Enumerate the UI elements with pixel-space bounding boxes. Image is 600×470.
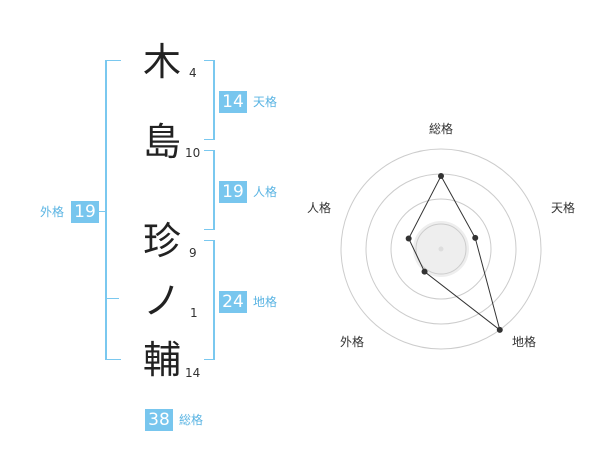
name-char-4: ノ	[143, 279, 182, 323]
jinkaku-value: 19	[219, 181, 247, 203]
radar-ring	[340, 148, 542, 350]
name-char-2: 島	[143, 120, 182, 164]
stroke-count-1: 4	[189, 66, 197, 80]
chikaku-bracket	[204, 240, 215, 360]
stroke-count-5: 14	[185, 366, 201, 380]
chikaku-label: 地格	[253, 295, 278, 309]
outer-bracket-stub	[98, 211, 106, 212]
name-char-3: 珍	[143, 219, 182, 263]
name-char-1: 木	[143, 40, 182, 84]
jinkaku-bracket	[204, 150, 215, 230]
tenkaku-bracket	[204, 60, 215, 140]
axis-label-gaikaku: 外格	[340, 334, 364, 349]
axis-label-jinkaku: 人格	[307, 200, 331, 215]
soukaku-value: 38	[145, 409, 173, 431]
radar-polygon	[408, 174, 501, 332]
axis-label-chikaku: 地格	[512, 334, 536, 349]
tenkaku-label: 天格	[253, 95, 278, 109]
radar-ring	[390, 198, 492, 300]
stroke-count-2: 10	[185, 146, 201, 160]
soukaku-label: 総格	[179, 413, 204, 427]
gaikaku-label: 外格	[40, 205, 65, 219]
radar-point-1	[438, 173, 444, 179]
radar-point-4	[421, 268, 428, 275]
gaikaku-value: 19	[71, 201, 99, 223]
stroke-count-3: 9	[189, 246, 197, 260]
outer-bracket-tick	[105, 298, 119, 299]
radar-ring	[415, 223, 467, 275]
name-char-5: 輔	[143, 338, 182, 382]
chikaku-value: 24	[219, 291, 247, 313]
radar-point-2	[472, 234, 479, 241]
jinkaku-label: 人格	[253, 185, 278, 199]
outer-bracket	[105, 60, 121, 360]
radar-point-3	[496, 326, 503, 333]
tenkaku-value: 14	[219, 91, 247, 113]
axis-label-tenkaku: 天格	[551, 200, 575, 215]
stroke-count-4: 1	[190, 306, 198, 320]
radar-center-dot	[438, 246, 444, 252]
axis-label-soukaku: 総格	[429, 121, 453, 136]
radar-point-5	[405, 235, 412, 242]
